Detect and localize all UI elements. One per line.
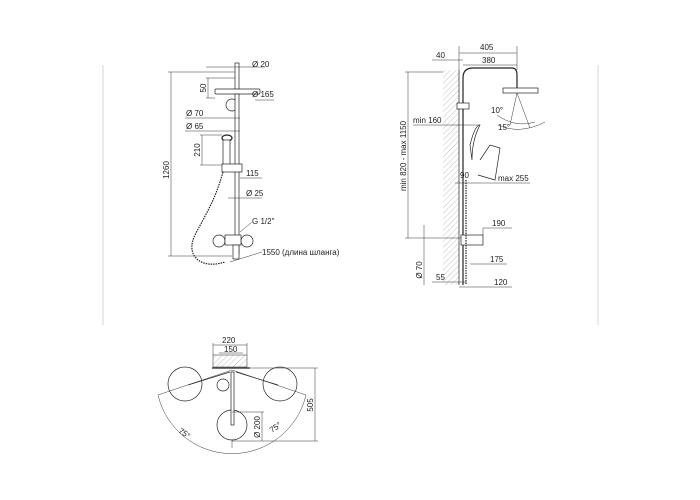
dim-arm-length: 380 bbox=[482, 56, 496, 65]
side-holder bbox=[477, 144, 501, 181]
dim-angle-right: 75° bbox=[268, 420, 283, 434]
dim-inner-width: 150 bbox=[224, 345, 238, 354]
dim-rail-diameter: Ø 25 bbox=[246, 189, 264, 198]
dim-height-range: min 820 - max 1150 bbox=[399, 120, 408, 191]
side-mixer bbox=[460, 234, 484, 246]
dim-max-depth: max 255 bbox=[498, 174, 529, 183]
top-wall-plate bbox=[212, 354, 248, 368]
dim-mixer-diameter: Ø 70 bbox=[415, 261, 424, 279]
dim-head-diameter: Ø 165 bbox=[252, 90, 274, 99]
label-thread: G 1/2" bbox=[252, 217, 275, 226]
dim-outer-width: 220 bbox=[222, 336, 236, 345]
wall-bracket bbox=[456, 102, 470, 110]
dim-mixer-depth: 190 bbox=[492, 219, 506, 228]
right-head-position bbox=[262, 366, 298, 402]
spout bbox=[232, 244, 240, 260]
shower-hose bbox=[191, 171, 226, 265]
top-view: 220 150 505 Ø 200 75° 75° bbox=[157, 336, 318, 454]
dim-pipe-diameter: Ø 20 bbox=[252, 60, 270, 69]
dim-head-diameter-top: Ø 200 bbox=[253, 416, 262, 438]
dim-total-depth: 505 bbox=[306, 398, 315, 412]
dim-arm-total: 405 bbox=[480, 43, 494, 52]
dim-hand-inner: Ø 65 bbox=[186, 122, 204, 131]
right-tap-handle bbox=[240, 234, 254, 248]
wall-hatch bbox=[443, 70, 459, 285]
dim-min-depth: min 160 bbox=[413, 116, 442, 125]
side-hand-shower bbox=[469, 124, 481, 161]
mixer-body bbox=[224, 234, 242, 246]
dim-head-height: 50 bbox=[199, 83, 208, 92]
dim-tilt-large: 15° bbox=[498, 123, 510, 132]
side-view: 405 40 380 10° 15° min 160 90 max 255 mi… bbox=[399, 43, 546, 288]
dim-hand-outer: Ø 70 bbox=[186, 109, 204, 118]
dim-total-height: 1260 bbox=[162, 161, 171, 179]
front-view: 1260 Ø 20 50 Ø 165 Ø 70 Ø 65 210 115 Ø 2… bbox=[162, 60, 340, 265]
side-shower-head bbox=[502, 87, 539, 94]
dim-bottom-depth: 120 bbox=[494, 278, 508, 287]
left-tap-handle bbox=[212, 234, 226, 248]
left-head-position bbox=[167, 366, 203, 402]
shower-arm bbox=[462, 67, 518, 285]
shower-holder bbox=[221, 163, 243, 173]
dim-spout-depth: 175 bbox=[490, 255, 504, 264]
dim-bottom-offset: 55 bbox=[436, 273, 445, 282]
dim-tilt-small: 10° bbox=[491, 106, 503, 115]
dim-angle-left: 75° bbox=[177, 426, 192, 440]
dim-holder-offset: 115 bbox=[246, 169, 259, 178]
label-hose-length: 1550 (длина шланга) bbox=[262, 248, 340, 257]
dim-holder-depth: 90 bbox=[460, 171, 469, 180]
dim-hand-length: 210 bbox=[193, 143, 202, 157]
dim-wall-offset: 40 bbox=[436, 51, 445, 60]
